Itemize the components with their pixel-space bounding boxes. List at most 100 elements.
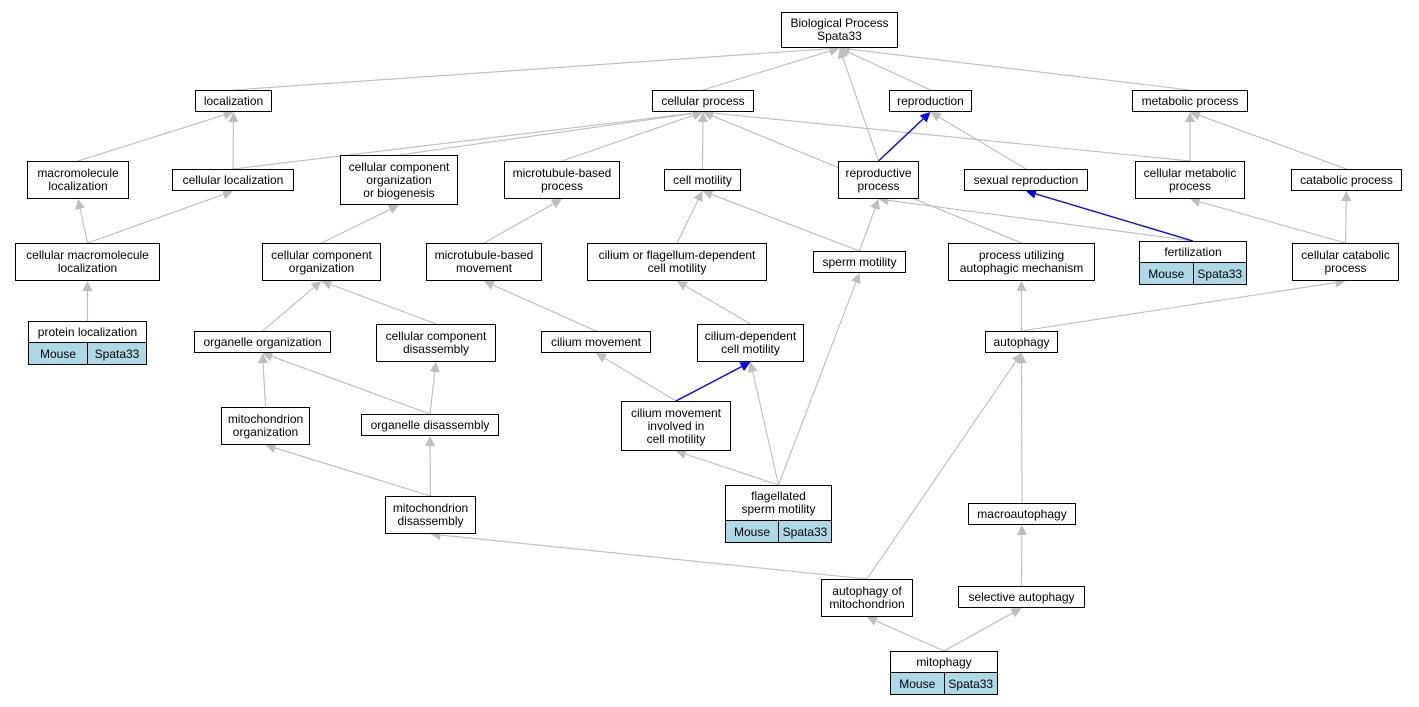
edge-md-to-mo [274,447,431,497]
edge-catp-to-mp [1199,114,1347,170]
arrowhead-cmov-to-mbm [484,280,496,290]
node-cellular-process[interactable]: cellular process [652,90,754,112]
arrowhead-spm-to-rp [870,199,880,211]
edge-mo-to-oo [262,362,267,408]
edge-sr-to-rep [938,116,1027,170]
arrowhead-mo-to-oo [258,353,269,364]
edge-od-to-oo [271,355,431,415]
node-cell-motility[interactable]: cell motility [664,169,741,191]
arrowhead-cp-to-bp [828,46,840,56]
arrowhead-sr-to-rep [930,112,942,122]
arrowhead-rp-to-rep [919,112,931,123]
node-cilium-movement-involved-in-cell-motility[interactable]: cilium movement involved in cell motilit… [621,401,731,451]
species-label: Mouse [29,343,87,364]
node-cellular-component-disassembly[interactable]: cellular component disassembly [376,324,496,362]
edge-od-to-ccd [429,371,436,415]
node-organelle-organization[interactable]: organelle organization [194,331,331,353]
node-sexual-reproduction[interactable]: sexual reproduction [964,169,1088,191]
edge-ccp-to-cmp [1199,201,1346,244]
arrowhead-fsm-to-cdcm [747,362,758,373]
node-localization[interactable]: localization [195,90,272,112]
arrowhead-ccd-to-cco [321,279,333,290]
edge-ml-to-loc [77,114,225,162]
node-sperm-motility[interactable]: sperm motility [813,251,906,273]
node-protein-localization[interactable]: protein localization [28,321,147,343]
edge-fsm-to-spm [777,282,857,486]
node-cilium-dependent-cell-motility[interactable]: cilium-dependent cell motility [697,324,804,362]
node-cellular-localization[interactable]: cellular localization [172,169,294,191]
edge-ccob-to-cp [398,112,694,156]
species-label: Mouse [1140,263,1193,284]
node-mitophagy[interactable]: mitophagy [890,651,998,673]
gene-label: Spata33 [943,673,997,694]
species-label: Mouse [726,521,778,542]
node-reproduction[interactable]: reproduction [889,90,972,112]
arrowhead-cco-to-ccob [387,204,399,214]
arrowhead-fsm-to-spm [851,273,861,285]
edge-cp-to-bp [702,50,831,91]
node-autophagy-of-mitochondrion[interactable]: autophagy of mitochondrion [821,579,913,617]
arrowhead-cmicm-to-cdcm [739,362,751,372]
edge-mito-to-sa [943,612,1014,652]
arrowhead-mbp-to-cp [691,110,703,121]
node-fertilization[interactable]: fertilization [1139,241,1247,263]
edge-oo-to-cco [262,287,315,332]
edge-mbm-to-mbp [483,203,554,244]
fertilization-annotation: Mouse Spata33 [1139,263,1247,285]
edge-spm-to-rp [858,208,876,252]
node-mitochondrion-organization[interactable]: mitochondrion organization [221,407,310,445]
node-organelle-disassembly[interactable]: organelle disassembly [361,414,499,436]
edge-fsm-to-cdcm [752,371,780,486]
node-metabolic-process[interactable]: metabolic process [1132,90,1248,112]
node-cilium-movement[interactable]: cilium movement [541,331,651,353]
mitophagy-annotation: Mouse Spata33 [890,673,998,695]
arrowhead-cm-to-cp [697,112,708,123]
arrowhead-ccp-to-catp [1341,191,1352,202]
node-selective-autophagy[interactable]: selective autophagy [958,586,1085,608]
arrowhead-sa-to-macro [1016,525,1027,536]
node-reproductive-process[interactable]: reproductive process [838,161,919,199]
arrowhead-md-to-mo [265,443,277,453]
node-mitochondrion-disassembly[interactable]: mitochondrion disassembly [385,496,476,534]
arrowhead-catp-to-mp [1190,110,1202,121]
edge-loc-to-bp [233,48,830,91]
arrowhead-oo-to-cco [310,281,322,292]
edge-fert-to-rp [888,199,1194,242]
node-process-utilizing-autophagic-mechanism[interactable]: process utilizing autophagic mechanism [948,243,1095,281]
node-biological-process[interactable]: Biological Process Spata33 [781,12,898,48]
node-microtubule-based-movement[interactable]: microtubule-based movement [426,243,542,281]
arrowhead-mito-to-aom [867,616,879,626]
arrowhead-cdcm-to-cfdcm [677,281,689,291]
arrowhead-cml-to-ml [75,199,85,210]
node-cellular-component-organization-or-biogenesis[interactable]: cellular component organization or bioge… [340,155,458,205]
edge-auto-to-ccp [1021,281,1336,332]
node-cilium-or-flagellum-dependent-cell-motility[interactable]: cilium or flagellum-dependent cell motil… [587,243,767,281]
arrowhead-cmp-to-mp [1185,112,1195,122]
node-cellular-macromolecule-localization[interactable]: cellular macromolecule localization [15,243,160,281]
edge-cmov-to-mbm [492,284,597,332]
edge-spm-to-cm [711,194,860,252]
arrowhead-puam-to-cp [703,111,715,121]
arrowhead-spm-to-cm [702,189,714,200]
node-cellular-metabolic-process[interactable]: cellular metabolic process [1135,161,1245,199]
edge-rp-to-rep [878,118,924,162]
gene-label: Spata33 [87,343,146,364]
edge-aom-to-auto [866,360,1017,580]
node-catabolic-process[interactable]: catabolic process [1291,169,1402,191]
edge-rep-to-bp [848,51,931,91]
node-autophagy[interactable]: autophagy [985,331,1058,353]
node-macromolecule-localization[interactable]: macromolecule localization [27,161,129,199]
arrowhead-rp-to-bp [838,48,848,60]
node-flagellated-sperm-motility[interactable]: flagellated sperm motility [725,485,832,521]
edge-rp-to-bp [842,57,880,162]
node-microtubule-based-process[interactable]: microtubule-based process [504,161,620,199]
node-macroautophagy[interactable]: macroautophagy [968,503,1076,525]
arrowhead-ccp-to-cmp [1190,196,1201,207]
edge-cml-to-ml [79,208,89,244]
node-cellular-catabolic-process[interactable]: cellular catabolic process [1292,243,1399,281]
arrowhead-mito-to-sa [1010,608,1022,618]
node-cellular-component-organization[interactable]: cellular component organization [262,243,381,281]
arrowhead-cmicm-to-cmov [596,353,608,363]
